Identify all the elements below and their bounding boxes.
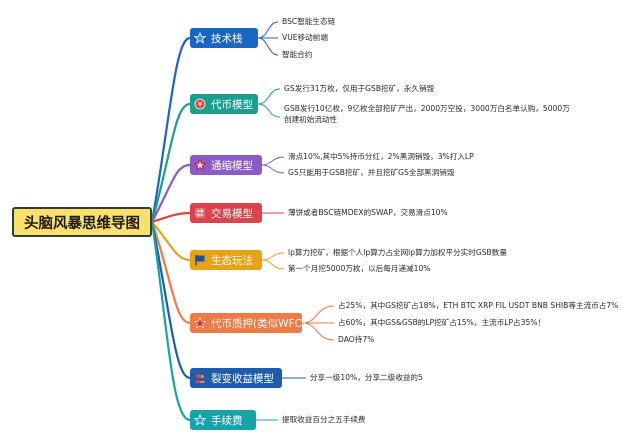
leaf-item: GS只能用于GSB挖矿，并且挖矿GS全部黑洞销毁 [288, 168, 455, 177]
leaf-item: 占25%，其中GS挖矿占18%，ETH BTC XRP FIL USDT BNB… [338, 301, 619, 310]
swap-icon [194, 207, 206, 219]
leaf-item: BSC智能生态链 [282, 17, 336, 26]
branch-tech-stack[interactable]: 技术栈 [190, 28, 258, 48]
branch-label: 交易模型 [211, 207, 253, 220]
root-topic[interactable]: 头脑风暴思维导图 [12, 207, 152, 237]
branch-token-model[interactable]: ¥ 代币模型 [190, 94, 258, 114]
money-icon: ¥ [194, 98, 206, 110]
leaf-item: lp算力挖矿，根据个人lp算力占全网lp算力加权平分实时GSB数量 [288, 248, 507, 257]
star-icon [194, 32, 206, 44]
leaf-item: 薄饼或者BSC链MDEX的SWAP，交易滑点10% [288, 208, 448, 217]
leaf-item: 分享一级10%，分享二级收益的5 [310, 373, 423, 382]
star-icon [194, 414, 206, 426]
root-title: 头脑风暴思维导图 [24, 215, 140, 232]
branch-ecosystem-play[interactable]: 生态玩法 [190, 250, 262, 270]
branch-label: 生态玩法 [211, 254, 253, 267]
branch-label: 手续费 [211, 414, 243, 427]
branch-token-staking[interactable]: 代币质押(类似WFC) [190, 313, 306, 333]
branch-label: 技术栈 [211, 32, 243, 45]
star-icon [194, 317, 206, 329]
branch-label: 裂变收益模型 [211, 372, 274, 385]
flag-icon [194, 254, 206, 266]
star-icon [194, 159, 206, 171]
leaf-item: 滑点10%,其中5%持币分红，2%黑洞销毁，3%打入LP [288, 152, 474, 161]
leaf-item: 占60%，其中GS&GSB的LP挖矿占15%，主流币LP占35%！ [338, 318, 546, 327]
branch-label: 代币质押(类似WFC) [211, 317, 306, 330]
branch-referral-income[interactable]: 裂变收益模型 [190, 368, 282, 388]
leaf-item: 提取收益百分之五手续费 [282, 415, 366, 424]
branch-deflation-model[interactable]: 通缩模型 [190, 155, 262, 175]
leaf-item: VUE移动前端 [282, 33, 328, 42]
branch-handling-fee[interactable]: 手续费 [190, 410, 256, 430]
leaf-item: 第一个月挖5000万枚，以后每月递减10% [288, 264, 431, 273]
leaf-item: 智能合约 [282, 50, 313, 59]
people-icon [194, 372, 206, 384]
leaf-item: GS发行31万枚，仅用于GSB挖矿，永久销毁 [284, 84, 435, 93]
branch-label: 代币模型 [211, 98, 253, 111]
branch-label: 通缩模型 [211, 159, 253, 172]
leaf-item: GSB发行10亿枚，9亿枚全部挖矿产出，2000万空投，3000万白名单认购，5… [284, 104, 570, 124]
svg-text:¥: ¥ [198, 101, 203, 109]
leaf-item: DAO持7% [338, 335, 375, 344]
branch-trade-model[interactable]: 交易模型 [190, 203, 262, 223]
